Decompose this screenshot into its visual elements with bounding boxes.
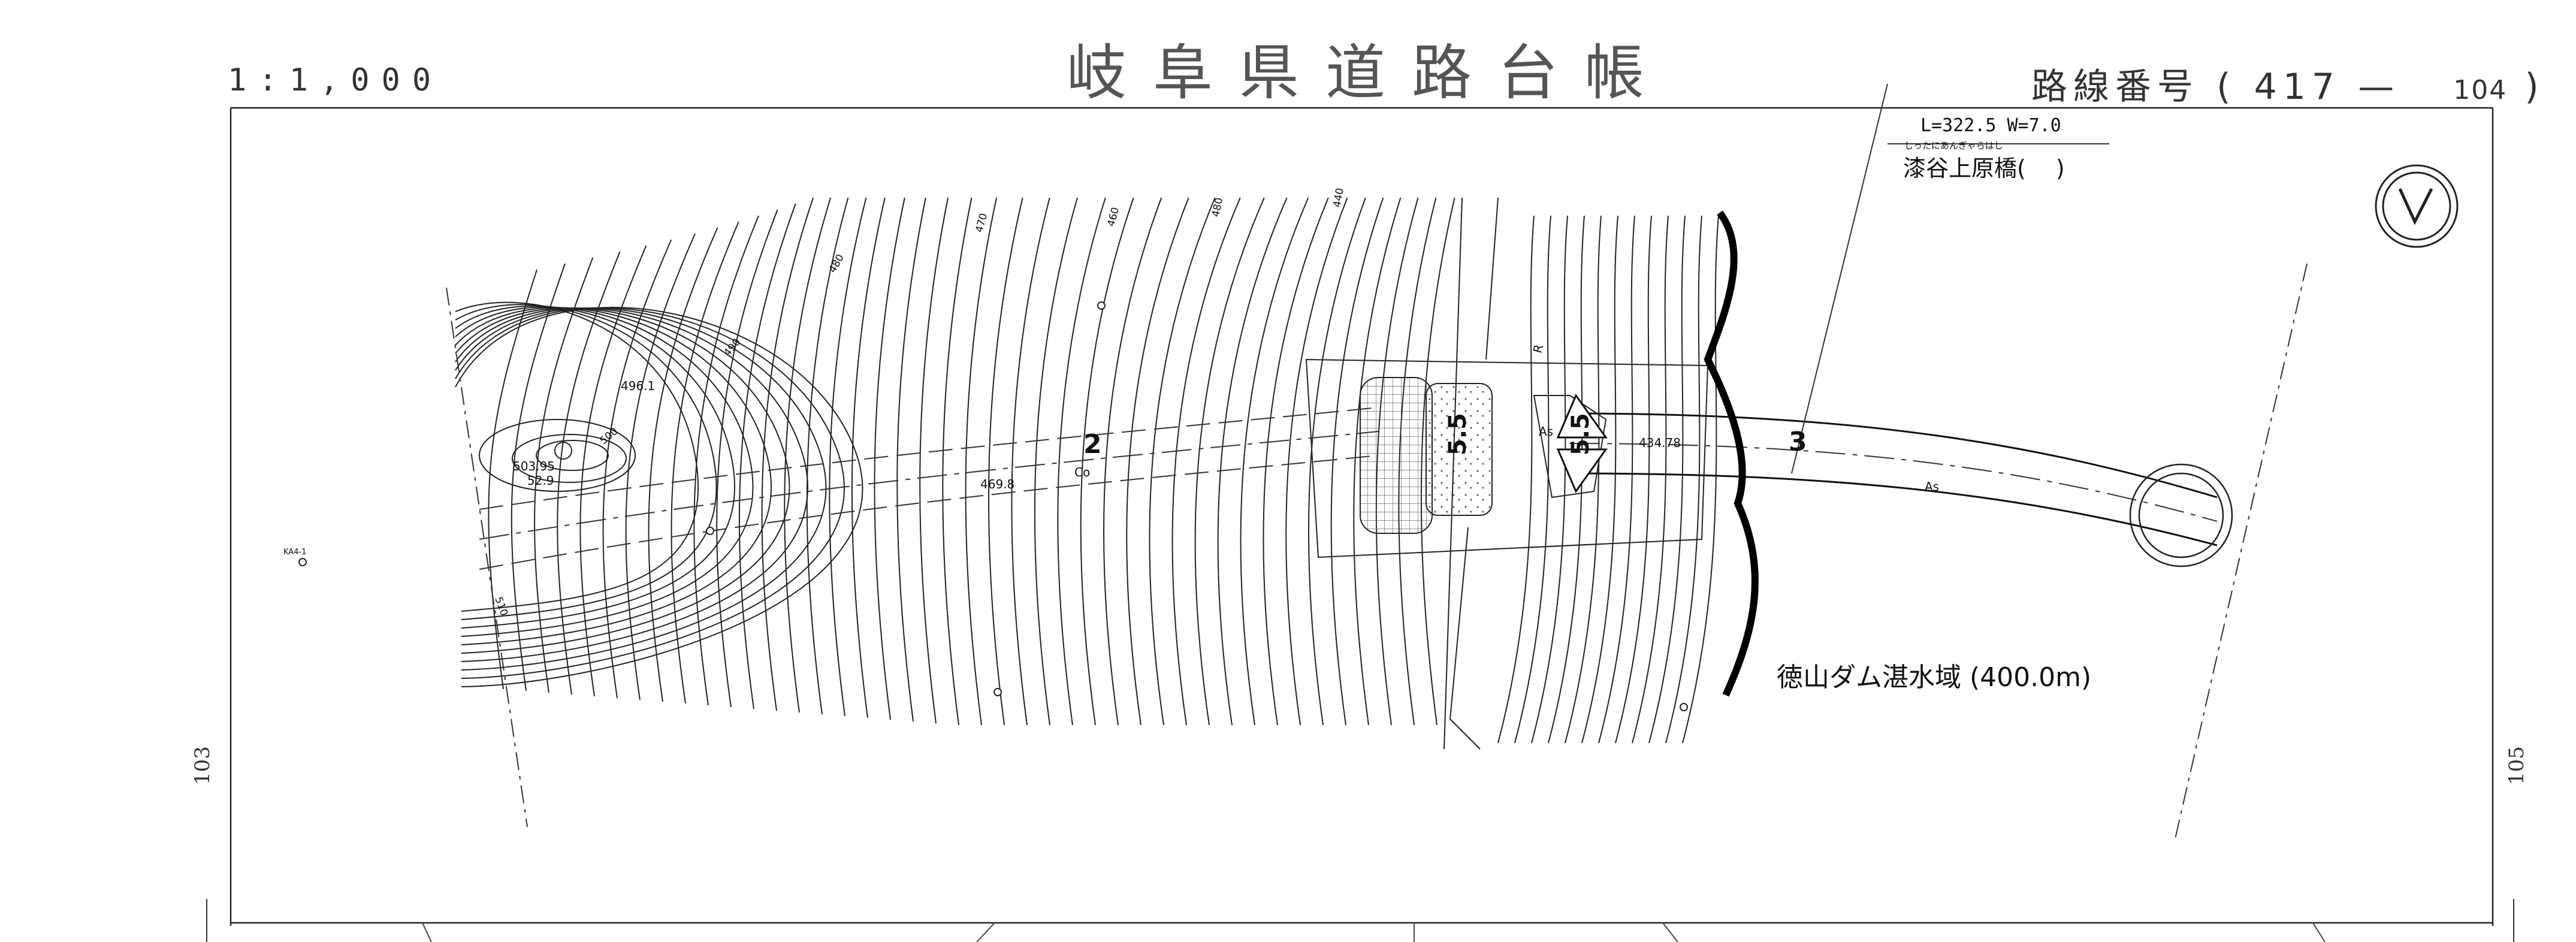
contour-line [1615,215,1652,744]
contour-line [455,307,863,687]
route-label: 路線番号 [2031,66,2199,108]
route-number: 417 [2254,66,2341,108]
contour-line [455,306,754,637]
route-dash: — [2358,66,2400,108]
contour-line [671,221,739,704]
contour-line [602,239,672,699]
surface-label-as: As [1539,424,1554,439]
contour-line [942,197,973,726]
contour-line [1057,197,1106,726]
contour-line [511,263,566,692]
contour-line [693,215,759,706]
contour-line [1531,215,1568,744]
contour-line [1598,215,1635,744]
interchange-structure [1305,197,1709,750]
contour-line [1632,215,1669,744]
contour-lines [455,197,1719,744]
adjacent-sheet-left: 103 [191,746,215,785]
contour-line [1648,215,1686,744]
elevation-point: 496.1 [621,379,656,393]
control-point-label: KA4-1 [283,548,307,557]
contour-line [896,197,926,722]
contour-line [648,227,718,702]
left-boundary-line [446,287,528,828]
contour-line [455,304,717,620]
elevation-point: Co [1074,465,1091,479]
road-centerline-west [479,431,1379,540]
contour-line [1171,197,1241,726]
contour-line [919,197,949,724]
reservoir-label: 徳山ダム湛水域 (400.0m) [1777,662,2092,693]
contour-line [965,197,998,726]
north-arrow-icon [2375,164,2459,248]
contour-line [806,197,849,715]
contour-line [625,233,696,701]
contour-line [1011,197,1050,726]
contour-line [557,251,621,695]
bridge-centerline [1569,443,2218,522]
contour-line [1330,197,1384,726]
contour-line [829,197,867,717]
elevation-point: 503.95 [513,459,555,473]
road-edge-west-top [479,407,1379,510]
contour-line [455,307,845,679]
route-open-paren: ( [2216,66,2237,108]
contour-line [1353,197,1402,726]
contour-line [1194,197,1265,726]
contour-line [784,197,832,713]
station-3: 3 [1789,427,1807,457]
contour-line [1682,215,1719,744]
station-2: 2 [1083,429,1102,460]
summit-contours [479,419,636,492]
contour-line [1240,197,1309,726]
contour-line [1285,197,1348,726]
contour-line [455,307,808,662]
route-close-paren: ) [2524,66,2545,108]
contour-line [1581,215,1618,744]
surface-label-as-east: As [1925,479,1940,494]
elevation-point: 434.78 [1639,436,1681,450]
contour-line [851,197,886,718]
bridge-dimensions: L=322.5 W=7.0 [1920,115,2061,136]
contour-line [1514,215,1551,744]
map-title: 岐阜県道路台帳 [1067,38,1671,108]
contour-line [455,307,827,671]
bridge-name-reading: しったにあんぎゃらはし [1904,140,2003,151]
bridge-deck-bottom [1569,472,2218,547]
turning-circle [2129,463,2233,567]
contour-line [1307,197,1366,726]
reservoir-shoreline [1704,210,1759,697]
contour-line [1126,197,1189,726]
contour-line [1263,197,1329,726]
benchmark-points [298,301,1688,711]
contour-line [761,197,814,711]
contour-line [716,209,778,708]
contour-line [1034,197,1078,726]
adjacent-lines [422,922,2326,942]
route-sheet-number: 104 [2453,75,2508,105]
contour-line [534,257,594,693]
contour-line [1665,215,1702,744]
road-edge-west-bottom [479,455,1379,570]
contour-line [1497,215,1535,744]
contour-line [1080,197,1134,726]
contour-line [874,197,905,720]
contour-line [1217,197,1288,726]
triangle-markers [1556,393,1608,494]
width-marker-right: 5.5 [1567,413,1594,455]
bridge-deck-top [1569,412,2218,499]
contour-line [1149,197,1216,726]
contour-line [1103,197,1162,726]
east-boundary-line [2175,263,2308,840]
contour-line [988,197,1023,726]
adjacent-sheet-right: 105 [2505,746,2529,785]
route-number-label: 路線番号 ( 417 — 104 ) [2031,58,2545,110]
elevation-point: 52.9 [527,473,554,488]
width-marker-left: 5.5 [1444,413,1472,455]
elevation-point: 469.8 [980,477,1015,491]
map-scale: 1:1,000 [228,62,443,98]
bridge-name: 漆谷上原橋( ) [1903,155,2065,182]
bridge-leader-line [1791,83,1888,474]
